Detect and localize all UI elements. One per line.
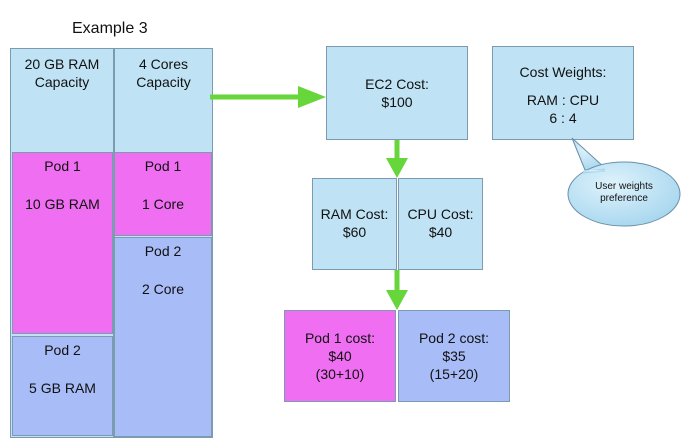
pod2-cost-breakdown: (15+20) xyxy=(429,366,479,382)
ram-cost-value: $60 xyxy=(342,224,367,240)
cost-weights-box: Cost Weights: RAM : CPU 6 : 4 xyxy=(492,46,634,140)
cost-weights-ratio-value: 6 : 4 xyxy=(549,110,577,126)
pod1-cost-box: Pod 1 cost: $40 (30+10) xyxy=(284,310,396,402)
arrow-capacity-to-ec2 xyxy=(210,86,326,108)
cost-weights-label: Cost Weights: xyxy=(519,64,607,80)
pod2-ram-name: Pod 2 xyxy=(44,342,81,358)
ec2-cost-label: EC2 Cost: xyxy=(365,76,429,92)
pod1-cost-value: $40 xyxy=(328,348,352,364)
pod2-ram-value: 5 GB RAM xyxy=(29,380,96,396)
pod2-ram-box: Pod 2 5 GB RAM xyxy=(12,336,113,436)
cpu-capacity-line2: Capacity xyxy=(136,74,191,90)
pod2-cost-box: Pod 2 cost: $35 (15+20) xyxy=(398,310,510,402)
arrow-split-to-pods xyxy=(386,270,408,310)
pod1-cpu-value: 1 Core xyxy=(141,196,185,212)
ram-cost-label: RAM Cost: xyxy=(320,206,389,222)
pod2-cost-label: Pod 2 cost: xyxy=(418,330,490,346)
ram-capacity-line2: Capacity xyxy=(34,74,90,90)
pod1-cost-breakdown: (30+10) xyxy=(315,366,365,382)
callout-text: User weights preference xyxy=(572,181,676,205)
pod2-cpu-box: Pod 2 2 Core xyxy=(114,237,212,437)
ram-cost-box: RAM Cost: $60 xyxy=(312,178,397,270)
pod1-ram-box: Pod 1 10 GB RAM xyxy=(12,152,113,334)
ram-capacity-line1: 20 GB RAM xyxy=(24,56,100,72)
ec2-cost-box: EC2 Cost: $100 xyxy=(326,46,468,140)
diagram-title: Example 3 xyxy=(72,20,148,37)
user-weights-callout xyxy=(567,137,681,227)
pod2-cpu-value: 2 Core xyxy=(141,281,185,297)
arrow-ec2-to-split xyxy=(386,140,408,178)
pod1-cpu-box: Pod 1 1 Core xyxy=(114,152,212,236)
pod1-cost-label: Pod 1 cost: xyxy=(304,330,376,346)
pod1-ram-name: Pod 1 xyxy=(44,158,81,174)
pod2-cost-value: $35 xyxy=(442,348,466,364)
ec2-cost-value: $100 xyxy=(381,94,413,110)
callout-line2: preference xyxy=(600,193,648,204)
pod1-cpu-name: Pod 1 xyxy=(144,158,182,174)
pod2-cpu-name: Pod 2 xyxy=(144,243,182,259)
cost-weights-ratio-label: RAM : CPU xyxy=(526,92,600,108)
cpu-cost-box: CPU Cost: $40 xyxy=(398,178,483,270)
cpu-cost-value: $40 xyxy=(428,224,453,240)
cpu-cost-label: CPU Cost: xyxy=(407,206,474,222)
callout-line1: User weights xyxy=(595,181,653,192)
cpu-capacity-line1: 4 Cores xyxy=(138,56,189,72)
pod1-ram-value: 10 GB RAM xyxy=(25,196,100,212)
